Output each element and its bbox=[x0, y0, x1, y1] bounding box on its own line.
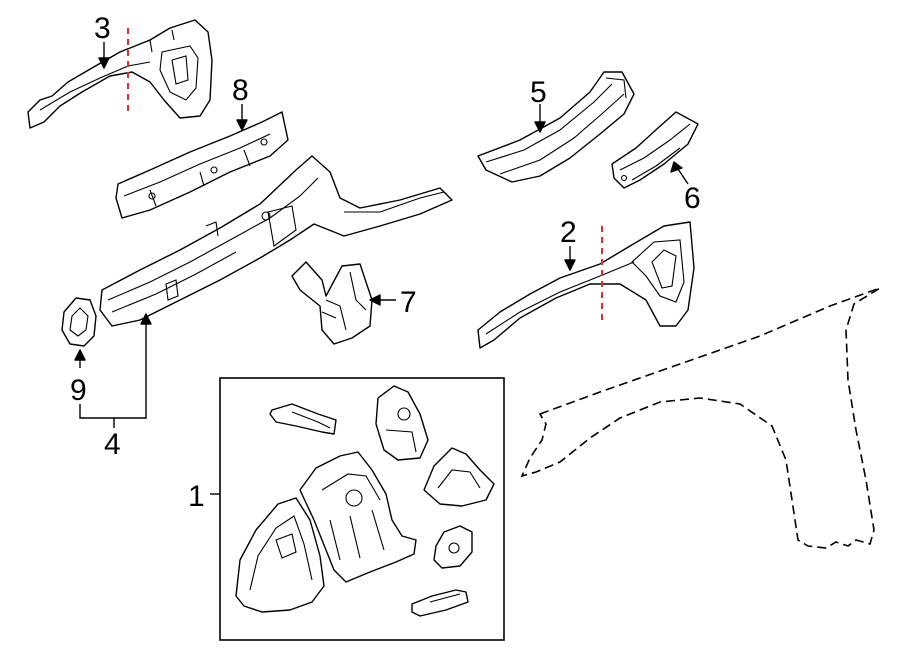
arrow-8 bbox=[236, 119, 248, 131]
callout-6: 6 bbox=[684, 182, 701, 215]
kit-piece-cup bbox=[423, 447, 495, 507]
arrow-5 bbox=[534, 121, 546, 133]
kit-piece-tower bbox=[299, 451, 417, 583]
arrow-9 bbox=[74, 349, 86, 361]
arrow-7 bbox=[369, 294, 381, 306]
callout-2: 2 bbox=[560, 216, 577, 249]
part-6-extension[interactable] bbox=[611, 111, 699, 189]
kit-piece-wheelhouse bbox=[235, 497, 325, 613]
part-4-side-rail[interactable] bbox=[99, 155, 453, 327]
callout-8: 8 bbox=[232, 74, 249, 107]
callout-3: 3 bbox=[94, 12, 111, 45]
part-2-apron[interactable] bbox=[477, 221, 695, 349]
part-3-apron[interactable] bbox=[27, 19, 213, 129]
callout-9: 9 bbox=[70, 374, 87, 407]
kit-piece-upper-bracket bbox=[269, 403, 337, 435]
callout-5: 5 bbox=[530, 76, 547, 109]
arrow-4 bbox=[140, 313, 152, 325]
part-8-reinforcement[interactable] bbox=[115, 111, 289, 219]
part-9-grommet[interactable] bbox=[61, 297, 97, 347]
arrow-6 bbox=[670, 161, 683, 173]
fender-outline bbox=[520, 287, 881, 549]
leader-4 bbox=[79, 318, 147, 419]
arrow-2 bbox=[564, 259, 576, 271]
callout-4: 4 bbox=[104, 428, 121, 461]
kit-piece-plate bbox=[433, 525, 473, 569]
arrow-3 bbox=[98, 57, 110, 69]
kit-piece-lower-bracket bbox=[411, 589, 469, 617]
kit-piece-mount bbox=[375, 385, 429, 461]
part-5-upper-rail[interactable] bbox=[477, 71, 635, 183]
callout-7: 7 bbox=[400, 286, 417, 319]
callout-1: 1 bbox=[188, 480, 205, 513]
part-7-bracket[interactable] bbox=[291, 261, 373, 345]
